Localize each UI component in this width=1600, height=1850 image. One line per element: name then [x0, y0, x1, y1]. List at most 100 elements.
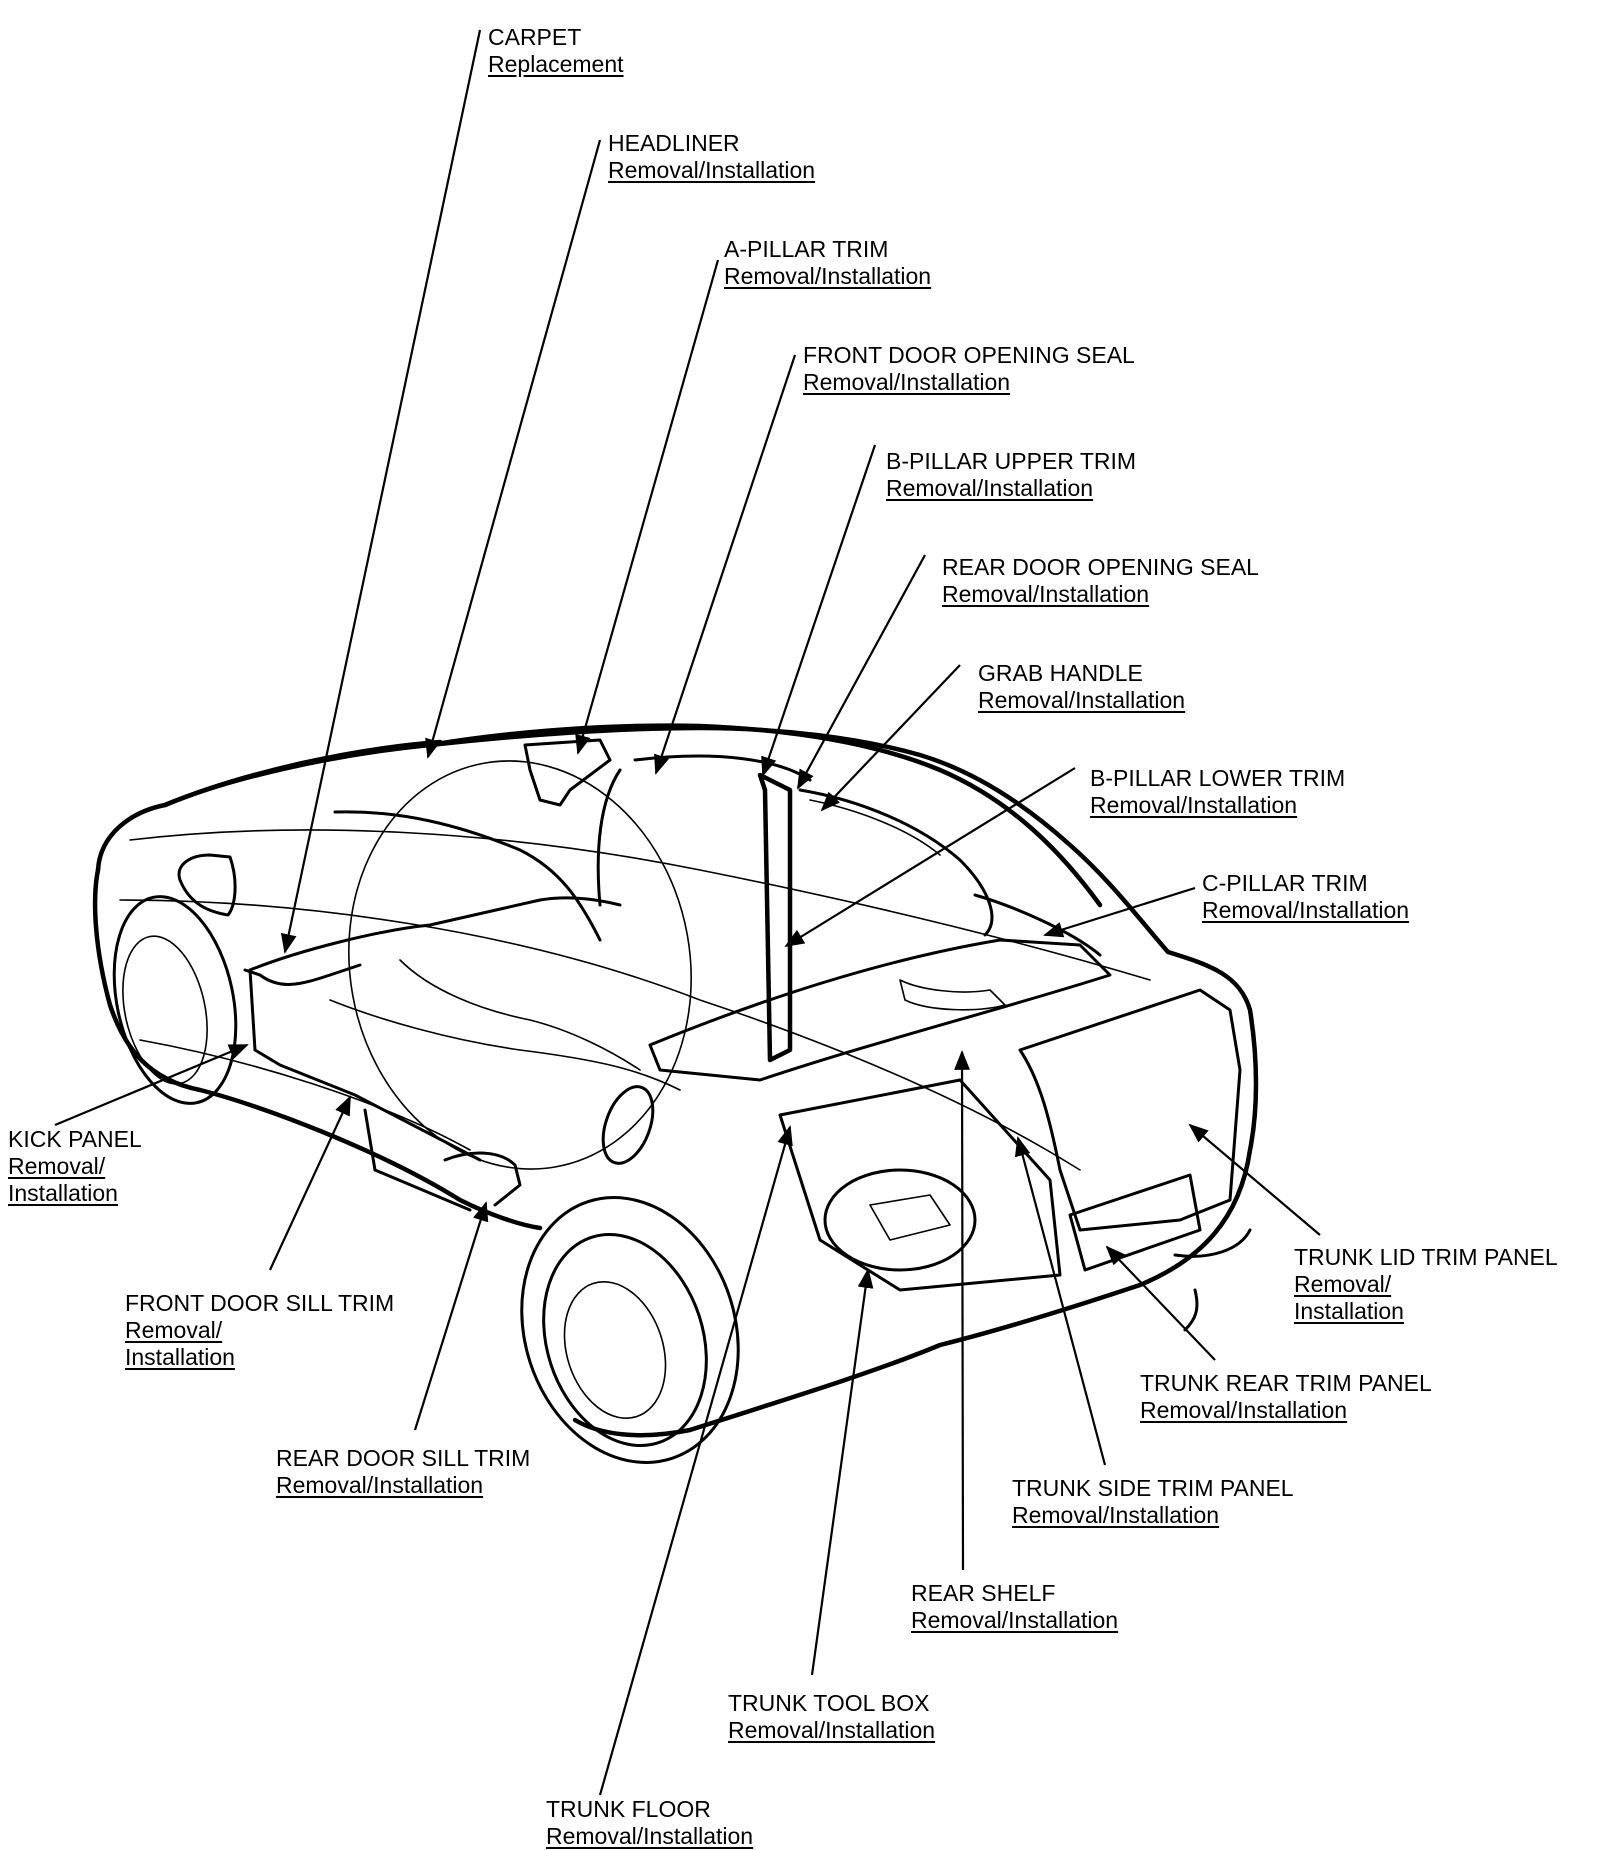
roof-line — [162, 723, 1103, 908]
callout-b-pillar-upper-trim[interactable]: B-PILLAR UPPER TRIM Removal/Installation — [886, 448, 1136, 502]
leader-headliner — [425, 139, 602, 759]
side-mirror — [177, 853, 237, 917]
callout-rear-door-opening-seal[interactable]: REAR DOOR OPENING SEAL Removal/Installat… — [942, 554, 1259, 608]
callout-title: A-PILLAR TRIM — [724, 236, 889, 262]
callout-link[interactable]: Removal/Installation — [546, 1823, 754, 1849]
leader-rear-door-seal — [797, 554, 926, 790]
callout-link[interactable]: Removal/Installation — [728, 1717, 936, 1743]
callout-title: REAR SHELF — [911, 1580, 1056, 1606]
callout-title: TRUNK REAR TRIM PANEL — [1140, 1370, 1432, 1396]
callout-link[interactable]: Replacement — [488, 51, 624, 77]
callout-kick-panel[interactable]: KICK PANEL Removal/ Installation — [8, 1126, 142, 1207]
callout-link[interactable]: Removal/Installation — [608, 157, 816, 183]
b-pillar-shape — [757, 772, 793, 1063]
callout-link[interactable]: Installation — [1294, 1298, 1404, 1324]
leader-a-pillar — [575, 259, 720, 755]
callout-link[interactable]: Installation — [8, 1180, 118, 1206]
callout-title: TRUNK TOOL BOX — [728, 1690, 930, 1716]
car-body-drawing — [92, 723, 1259, 1464]
callout-title: FRONT DOOR OPENING SEAL — [803, 342, 1135, 368]
callout-title: HEADLINER — [608, 130, 740, 156]
callout-grab-handle[interactable]: GRAB HANDLE Removal/Installation — [978, 660, 1185, 714]
leader-trunk-rear — [1105, 1245, 1216, 1361]
trunk-tool-box-shape — [823, 1168, 977, 1272]
front-wheel-arch — [112, 895, 238, 1105]
floor-front — [248, 896, 622, 972]
leader-front-door-seal — [654, 354, 797, 775]
callout-link[interactable]: Removal/Installation — [803, 369, 1011, 395]
leader-trunk-lid — [1188, 1123, 1321, 1236]
rear-door-opening — [798, 788, 994, 937]
callout-title: C-PILLAR TRIM — [1202, 870, 1368, 896]
callout-front-door-sill-trim[interactable]: FRONT DOOR SILL TRIM Removal/ Installati… — [125, 1290, 394, 1371]
callout-link[interactable]: Removal/Installation — [1012, 1502, 1220, 1528]
callout-b-pillar-lower-trim[interactable]: B-PILLAR LOWER TRIM Removal/Installation — [1090, 765, 1345, 819]
callout-link[interactable]: Removal/ — [1294, 1271, 1392, 1297]
callout-c-pillar-trim[interactable]: C-PILLAR TRIM Removal/Installation — [1202, 870, 1409, 924]
callout-title: B-PILLAR LOWER TRIM — [1090, 765, 1346, 791]
callout-link[interactable]: Installation — [125, 1344, 235, 1370]
car-lower-left-body — [92, 867, 543, 1231]
leader-rear-shelf — [954, 1050, 970, 1571]
callout-link[interactable]: Removal/Installation — [1140, 1397, 1348, 1423]
callout-title: CARPET — [488, 24, 582, 50]
tool-box-tray — [869, 1194, 951, 1241]
steering-circle — [348, 760, 692, 1170]
rear-seal-line — [809, 799, 941, 856]
callout-title: FRONT DOOR SILL TRIM — [125, 1290, 395, 1316]
rear-bumper — [1173, 1228, 1252, 1258]
callout-front-door-opening-seal[interactable]: FRONT DOOR OPENING SEAL Removal/Installa… — [803, 342, 1135, 396]
leader-b-pillar-lower — [784, 767, 1076, 948]
callout-title: KICK PANEL — [8, 1126, 142, 1152]
callout-rear-shelf[interactable]: REAR SHELF Removal/Installation — [911, 1580, 1118, 1634]
callout-link[interactable]: Removal/Installation — [911, 1607, 1119, 1633]
leader-trunk-tool-box — [810, 1268, 874, 1676]
callout-link[interactable]: Removal/Installation — [1202, 897, 1410, 923]
callout-trunk-tool-box[interactable]: TRUNK TOOL BOX Removal/Installation — [728, 1690, 935, 1744]
rocker-line — [139, 1039, 471, 1151]
callout-link[interactable]: Removal/Installation — [276, 1472, 484, 1498]
callout-link[interactable]: Removal/ — [125, 1317, 223, 1343]
leader-lines — [54, 29, 1321, 1796]
floor-tunnel-2 — [399, 959, 641, 1071]
callout-title: REAR DOOR OPENING SEAL — [942, 554, 1259, 580]
callout-trunk-side-trim-panel[interactable]: TRUNK SIDE TRIM PANEL Removal/Installati… — [1012, 1475, 1294, 1529]
rear-wheel-hub — [563, 1280, 667, 1420]
c-pillar-shape — [973, 893, 1102, 957]
leader-kick-panel — [54, 1043, 249, 1127]
leader-grab-handle — [820, 664, 961, 812]
callout-title: GRAB HANDLE — [978, 660, 1143, 686]
callout-trunk-lid-trim-panel[interactable]: TRUNK LID TRIM PANEL Removal/ Installati… — [1294, 1244, 1558, 1325]
callout-trunk-floor[interactable]: TRUNK FLOOR Removal/Installation — [546, 1796, 753, 1850]
callout-link[interactable]: Removal/Installation — [724, 263, 932, 289]
callout-trunk-rear-trim-panel[interactable]: TRUNK REAR TRIM PANEL Removal/Installati… — [1140, 1370, 1432, 1424]
leader-c-pillar — [1043, 886, 1196, 938]
callout-a-pillar-trim[interactable]: A-PILLAR TRIM Removal/Installation — [724, 236, 931, 290]
callout-link[interactable]: Removal/Installation — [942, 581, 1150, 607]
callout-rear-door-sill-trim[interactable]: REAR DOOR SILL TRIM Removal/Installation — [276, 1445, 530, 1499]
rear-wheel-arch — [520, 1196, 740, 1464]
callout-title: TRUNK SIDE TRIM PANEL — [1012, 1475, 1294, 1501]
trunk-floor-shape — [778, 1078, 1062, 1292]
leader-trunk-side — [1014, 1136, 1107, 1466]
leader-trunk-floor — [598, 1125, 793, 1796]
headliner-front — [333, 810, 602, 942]
rear-shelf-shape — [648, 938, 1112, 1082]
rear-sill-trim — [443, 1151, 522, 1207]
exhaust — [1183, 1288, 1199, 1332]
callout-link[interactable]: Removal/ — [8, 1153, 106, 1179]
callout-headliner[interactable]: HEADLINER Removal/Installation — [608, 130, 815, 184]
front-wheel — [122, 935, 208, 1085]
rear-sill-shape — [363, 1108, 472, 1212]
leader-rear-sill — [413, 1201, 489, 1431]
rear-wheel — [542, 1232, 708, 1448]
callout-link[interactable]: Removal/Installation — [1090, 792, 1298, 818]
a-pillar-shape — [596, 768, 622, 907]
sunvisor-mount — [523, 738, 612, 807]
door-crease — [119, 899, 1081, 1171]
callout-link[interactable]: Removal/Installation — [978, 687, 1186, 713]
callout-carpet[interactable]: CARPET Replacement — [488, 24, 624, 78]
front-sill — [248, 968, 482, 1162]
callout-link[interactable]: Removal/Installation — [886, 475, 1094, 501]
